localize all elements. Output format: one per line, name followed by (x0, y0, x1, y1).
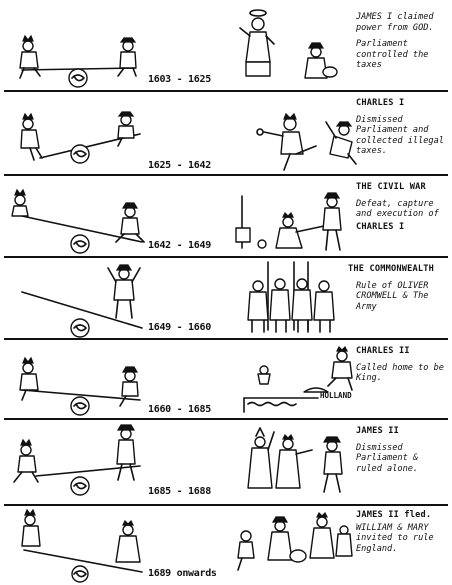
timeline-row-6: 1685 - 1688 JAMES II Dismissed Parliamen… (0, 420, 452, 506)
caption-line: Called home to be King. (356, 362, 444, 384)
james-ii-flees-illustration (237, 511, 353, 571)
timeline-row-1: 1603 - 1625 JAMES I claimed power from G… (0, 0, 452, 92)
timeline-row-2: 1625 - 1642 CHARLES I Dismissed Parliame… (0, 92, 452, 176)
date-range: 1689 onwards (148, 568, 217, 579)
caption-heading: THE CIVIL WAR (356, 182, 426, 192)
holland-label: HOLLAND (320, 391, 352, 400)
seesaw-restoration-illustration (19, 356, 141, 416)
seesaw-james-ii-illustration (13, 424, 141, 496)
caption-line: Defeat, capture and execution of (356, 198, 439, 220)
date-range: 1685 - 1688 (148, 486, 211, 497)
caption-heading: CHARLES II (356, 346, 410, 356)
caption-line: Parliament controlled the taxes (356, 39, 429, 70)
timeline-row-5: 1660 - 1685 HOLLAND CHARLES II Called ho… (0, 340, 452, 420)
row-caption: THE CIVIL WAR Defeat, capture and execut… (356, 182, 448, 238)
seesaw-king-thrown-illustration (11, 188, 145, 254)
charles-ii-return-illustration (243, 345, 353, 413)
timeline-row-4: 1649 - 1660 THE COMMONWEALTH Rule of OLI… (0, 258, 452, 340)
caption-heading: CHARLES I (356, 98, 405, 108)
seesaw-parliament-alone-illustration (21, 264, 143, 338)
caption-heading: JAMES II (356, 426, 399, 436)
row-divider (4, 504, 448, 506)
caption-heading: CHARLES I (356, 221, 405, 232)
civil-war-execution-illustration (235, 192, 342, 251)
seesaw-william-and-mary-illustration (21, 508, 143, 583)
charles-i-kicking-parliament-illustration (256, 112, 357, 171)
caption-heading: JAMES II fled. (356, 510, 432, 520)
row-divider (4, 256, 448, 258)
caption-line: Dismissed Parliament and collected illeg… (356, 114, 444, 157)
seesaw-king-high-illustration (20, 111, 141, 164)
row-divider (4, 90, 448, 92)
james-ii-rules-alone-illustration (247, 427, 343, 493)
james-i-divine-right-illustration (239, 9, 338, 79)
caption-line: WILLIAM & MARY invited to rule England. (356, 522, 434, 554)
row-caption: JAMES I claimed power from GOD. Parliame… (356, 12, 448, 77)
date-range: 1625 - 1642 (148, 160, 211, 171)
date-range: 1649 - 1660 (148, 322, 211, 333)
soldier-group (247, 261, 335, 333)
caption-heading: THE COMMONWEALTH (348, 264, 434, 274)
row-divider (4, 174, 448, 176)
row-caption: CHARLES I Dismissed Parliament and colle… (356, 98, 448, 163)
row-divider (4, 418, 448, 420)
date-range: 1660 - 1685 (148, 404, 211, 415)
date-range: 1603 - 1625 (148, 74, 211, 85)
caption-line: JAMES I claimed power from GOD. (356, 12, 434, 33)
row-caption: CHARLES II Called home to be King. (356, 346, 448, 390)
row-caption: THE COMMONWEALTH Rule of OLIVER CROMWELL… (348, 264, 440, 318)
caption-line: Rule of OLIVER CROMWELL & The Army (356, 280, 429, 312)
date-range: 1642 - 1649 (148, 240, 211, 251)
commonwealth-army-illustration (247, 261, 335, 333)
timeline-row-7: 1689 onwards JAMES II fled. WILLIAM & MA… (0, 506, 452, 585)
row-caption: JAMES II Dismissed Parliament & ruled al… (356, 426, 448, 480)
seesaw-balanced-illustration (19, 34, 137, 88)
row-divider (4, 338, 448, 340)
caption-line: Dismissed Parliament & ruled alone. (356, 442, 419, 474)
timeline-row-3: 1642 - 1649 THE CIVIL WAR Defeat, captur… (0, 176, 452, 258)
row-caption: JAMES II fled. WILLIAM & MARY invited to… (356, 510, 448, 560)
